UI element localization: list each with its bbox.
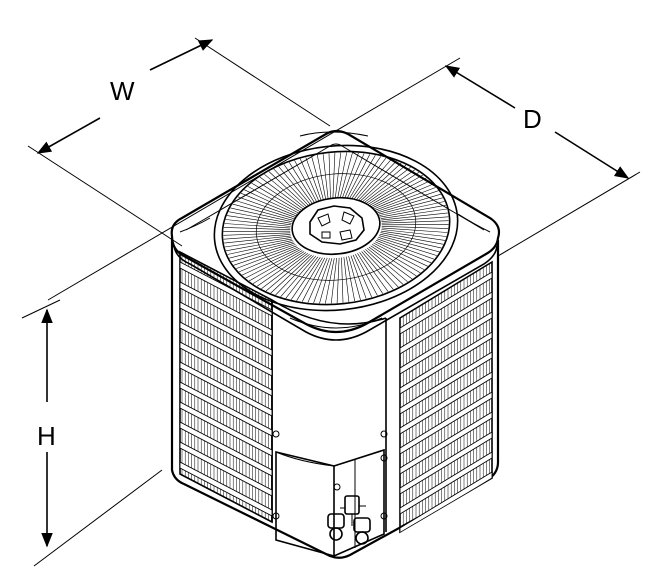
right-grille-louver	[400, 391, 492, 455]
right-grille-louver	[400, 451, 492, 515]
left-grille-louver	[180, 321, 272, 377]
fan-guard	[213, 144, 459, 312]
condenser-unit	[170, 129, 501, 559]
cabinet-outline	[170, 238, 500, 559]
front-corner-post	[271, 299, 387, 532]
fan-guard-wires	[223, 152, 449, 304]
top-cover-folds	[179, 131, 491, 329]
left-coil-guard-frame	[179, 250, 273, 524]
right-grille-louver	[400, 411, 492, 475]
width-arrow-right	[149, 39, 214, 71]
height-extension-line-top	[21, 299, 61, 319]
height-extension-line-bottom	[33, 469, 163, 567]
height-dimension: H	[21, 299, 163, 567]
top-cover-outer	[170, 129, 501, 334]
width-extension-line-right	[194, 37, 331, 127]
right-grille-louver	[400, 291, 492, 355]
left-grille-louver	[180, 361, 272, 417]
left-coil-grille	[180, 253, 272, 522]
width-label: W	[110, 76, 135, 106]
right-grille-louver	[400, 431, 492, 495]
left-grille-louver	[180, 421, 272, 477]
depth-extension-line-back	[497, 171, 641, 257]
fan-motor-hub	[309, 205, 365, 245]
width-arrow-left	[36, 117, 101, 154]
width-extension-line-left	[27, 145, 183, 247]
depth-label: D	[523, 104, 542, 134]
left-grille-louver	[180, 341, 272, 397]
right-grille-louver	[400, 471, 492, 532]
left-grille-louver	[180, 401, 272, 457]
width-dimension: W	[27, 37, 331, 247]
right-grille-louver	[400, 371, 492, 435]
left-grille-louver	[180, 381, 272, 437]
right-grille-louver	[400, 351, 492, 415]
right-grille-louver	[400, 271, 492, 335]
height-label: H	[37, 421, 56, 451]
right-grille-louver	[400, 331, 492, 395]
depth-arrow-top	[444, 65, 516, 109]
top-cover-lip	[173, 245, 498, 341]
depth-arrow-bottom	[554, 131, 630, 179]
right-grille-louver	[400, 311, 492, 375]
left-grille-louver	[180, 441, 272, 497]
service-valves	[327, 483, 371, 545]
depth-dimension: D	[47, 57, 641, 301]
right-coil-grille	[400, 263, 492, 532]
left-grille-louver	[180, 301, 272, 357]
left-grille-louver	[180, 461, 272, 517]
service-access-panel	[275, 448, 385, 558]
panel-screws	[272, 430, 388, 520]
left-grille-louver	[180, 281, 272, 337]
